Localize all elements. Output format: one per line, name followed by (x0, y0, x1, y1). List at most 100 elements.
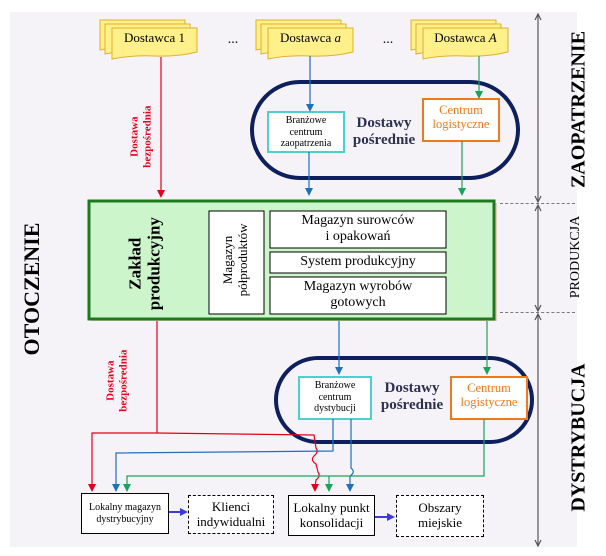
supply-logistics-center-label: Centrum logistyczne (423, 103, 499, 132)
direct-supply-label-line1: Dostawa (128, 116, 141, 157)
supplier-a-arrowhead (306, 104, 314, 112)
supply-industry-line2: centrum (289, 126, 323, 138)
local-warehouse-line2: dystrybucyjny (96, 513, 154, 525)
environment-label: OTOCZENIE (19, 222, 44, 356)
distribution-indirect-title-line1: Dostawy (384, 380, 440, 396)
direct-to-consolidation-line (156, 432, 320, 488)
finished-goods-line2: gotowych (330, 295, 386, 311)
dist-industry-to-local-warehouse-line (115, 419, 334, 487)
direct-supply-label-line2: bezpośrednia (141, 105, 153, 168)
direct-supply-arrowhead (157, 190, 165, 198)
semi-products-warehouse-box (208, 210, 265, 315)
supply-axis-bottom-arrow (534, 195, 542, 204)
supply-indirect-title: Dostawy pośrednie (346, 115, 422, 150)
distribution-logistics-center-box (450, 376, 528, 420)
direct-to-local-warehouse-arrowhead (88, 484, 96, 492)
supplier-1-text: Dostawca 1 (123, 30, 185, 45)
supplier-A-box (422, 27, 509, 60)
supplier-a-text: Dostawca (279, 30, 335, 45)
plant-to-dist-industry-arrowhead (335, 367, 343, 375)
supplier-A-index: A (488, 30, 497, 45)
plant-to-dist-logistics-arrowhead (483, 367, 491, 375)
urban-areas-label: Obszary miejskie (417, 500, 463, 531)
supply-indirect-title-line1: Dostawy (356, 115, 412, 131)
semi-products-line1: Magazyn (220, 235, 236, 285)
raw-materials-line2: i opakowań (325, 229, 391, 245)
supply-industry-line1: Branżowe (285, 115, 327, 126)
dist-logistics-line2: logistyczne (460, 395, 518, 410)
supplier-A-arrowhead (475, 91, 483, 99)
urban-areas-box: Obszary miejskie (396, 495, 484, 537)
individual-clients-line2: indywidualni (196, 513, 266, 529)
stage-separator-production-distribution (500, 312, 575, 313)
raw-materials-warehouse-label: Magazyn surowców i opakowań (270, 213, 446, 248)
individual-clients-box: Klienci indywidualni (188, 495, 274, 534)
supplier-a (255, 19, 354, 60)
supply-axis-top-arrow (534, 12, 542, 21)
consolidation-point-label: Lokalny punkt konsolidacji (293, 499, 370, 531)
supplier-a-label: Dostawca a (268, 30, 353, 46)
direct-to-local-warehouse-line (91, 321, 158, 487)
supply-industry-center-label: Branżowe centrum zaopatrzenia (268, 115, 344, 150)
supply-indirect-title-line2: pośrednie (352, 132, 416, 149)
individual-clients-line1: Klienci (211, 498, 251, 514)
stage-axis (534, 12, 542, 548)
consolidation-point-line2: konsolidacji (299, 514, 364, 530)
logistics-to-plant-arrowhead (458, 188, 466, 196)
raw-materials-line1: Magazyn surowców (301, 213, 415, 228)
stage-label-supply: ZAOPATRZENIE (567, 30, 590, 189)
finished-goods-warehouse-label: Magazyn wyrobów gotowych (270, 279, 446, 314)
supply-industry-line3: zaopatrzenia (280, 138, 332, 149)
supplier-A (410, 19, 509, 60)
warehouse-to-clients-arrowhead (180, 508, 188, 516)
supplier-1-label: Dostawca 1 (112, 30, 197, 46)
supply-logistics-line1: Centrum (439, 103, 483, 117)
dist-industry-line1: Branżowe (314, 380, 356, 391)
consolidation-point-line1: Lokalny punkt (293, 499, 370, 515)
dist-industry-line3: dystybucji (314, 403, 356, 414)
dist-industry-line2: centrum (318, 391, 352, 403)
supply-logistics-center-box (422, 98, 500, 142)
distribution-indirect-title-line2: pośrednie (380, 397, 444, 414)
supplier-1 (99, 19, 198, 60)
ellipsis-2: ... (382, 32, 394, 47)
local-warehouse-box: Lokalny magazyn dystrybucyjny (81, 493, 169, 534)
stage-label-distribution: DYSTRYBUCJA (567, 363, 590, 512)
finished-goods-warehouse-box (269, 276, 447, 315)
semi-products-warehouse-label: Magazyn półproduktów (220, 210, 251, 310)
plant-title-line1: Zakład (125, 237, 145, 290)
distribution-industry-center-label: Branżowe centrum dystybucji (299, 380, 371, 415)
dist-logistics-to-consolidation-arrowhead (325, 484, 333, 492)
direct-supply-label: Dostawa bezpośrednia (128, 87, 153, 187)
supply-industry-center-box (267, 111, 345, 153)
dist-industry-to-local-warehouse-arrowhead (112, 484, 120, 492)
dist-logistics-to-local-warehouse-arrowhead (123, 484, 131, 492)
industry-to-plant-arrowhead (305, 188, 313, 196)
urban-areas-line2: miejskie (417, 515, 463, 530)
supply-logistics-line2: logistyczne (432, 117, 490, 132)
stage-separator-supply-production (500, 203, 575, 204)
raw-materials-warehouse-box (269, 210, 447, 249)
distribution-logistics-center-label: Centrum logistyczne (451, 381, 527, 410)
production-system-label: System produkcyjny (300, 254, 416, 269)
direct-to-consolidation-arrowhead (311, 484, 319, 492)
supplier-1-box (111, 27, 198, 60)
dist-logistics-line1: Centrum (467, 381, 511, 395)
production-axis-bottom-arrow (534, 304, 542, 313)
production-system-box (269, 251, 447, 274)
consolidation-to-urban-arrowhead (387, 513, 395, 521)
plant-title: Zakład produkcyjny (125, 209, 163, 319)
supply-indirect-oval (250, 80, 520, 180)
supplier-a-index: a (334, 30, 342, 45)
finished-goods-line1: Magazyn wyrobów (303, 279, 413, 294)
local-warehouse-line1: Lokalny magazyn (89, 502, 161, 513)
ellipsis-1: ... (227, 32, 239, 47)
urban-areas-line1: Obszary (418, 500, 462, 516)
production-axis-top-arrow (534, 203, 542, 212)
direct-distribution-label-line2: bezpośrednia (117, 349, 129, 412)
individual-clients-label: Klienci indywidualni (196, 498, 266, 530)
semi-products-line2: półproduktów (235, 223, 250, 297)
stage-label-production: PRODUKCJA (568, 215, 583, 299)
